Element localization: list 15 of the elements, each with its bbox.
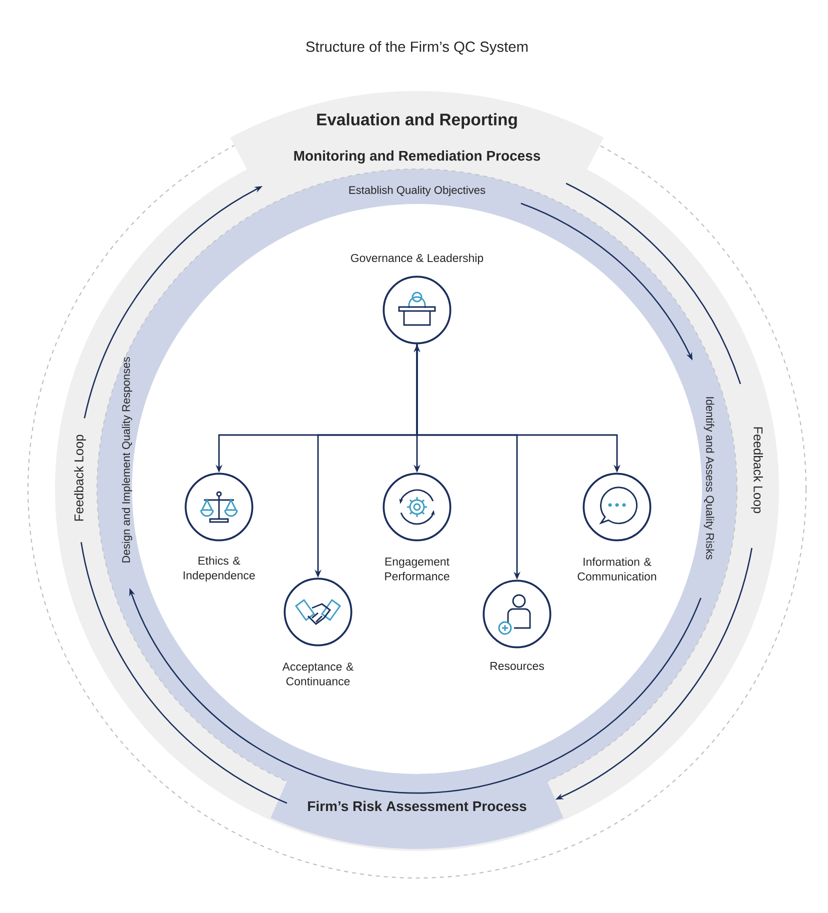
band-label: Monitoring and Remediation Process bbox=[294, 150, 540, 164]
component-label: Information & Communication bbox=[578, 557, 656, 581]
band-label: Feedback Loop bbox=[751, 427, 763, 514]
component-label: Resources bbox=[490, 662, 544, 670]
band-label: Evaluation and Reporting bbox=[317, 113, 517, 129]
component-label: Ethics & Independence bbox=[184, 556, 255, 582]
component-label: Acceptance & Continuance bbox=[282, 662, 354, 686]
band-label: Firm’s Risk Assessment Process bbox=[308, 800, 526, 812]
band-label: Design and Implement Quality Responses bbox=[122, 357, 132, 562]
title: Structure of the Firm’s QC System bbox=[306, 41, 528, 55]
band-label: Feedback Loop bbox=[74, 434, 86, 521]
component-label: Engagement Performance bbox=[385, 558, 450, 580]
band-label: Establish Quality Objectives bbox=[349, 186, 486, 196]
component-label: Governance & Leadership bbox=[350, 254, 484, 264]
band-label: Identify and Assess Quality Risks bbox=[704, 397, 714, 560]
